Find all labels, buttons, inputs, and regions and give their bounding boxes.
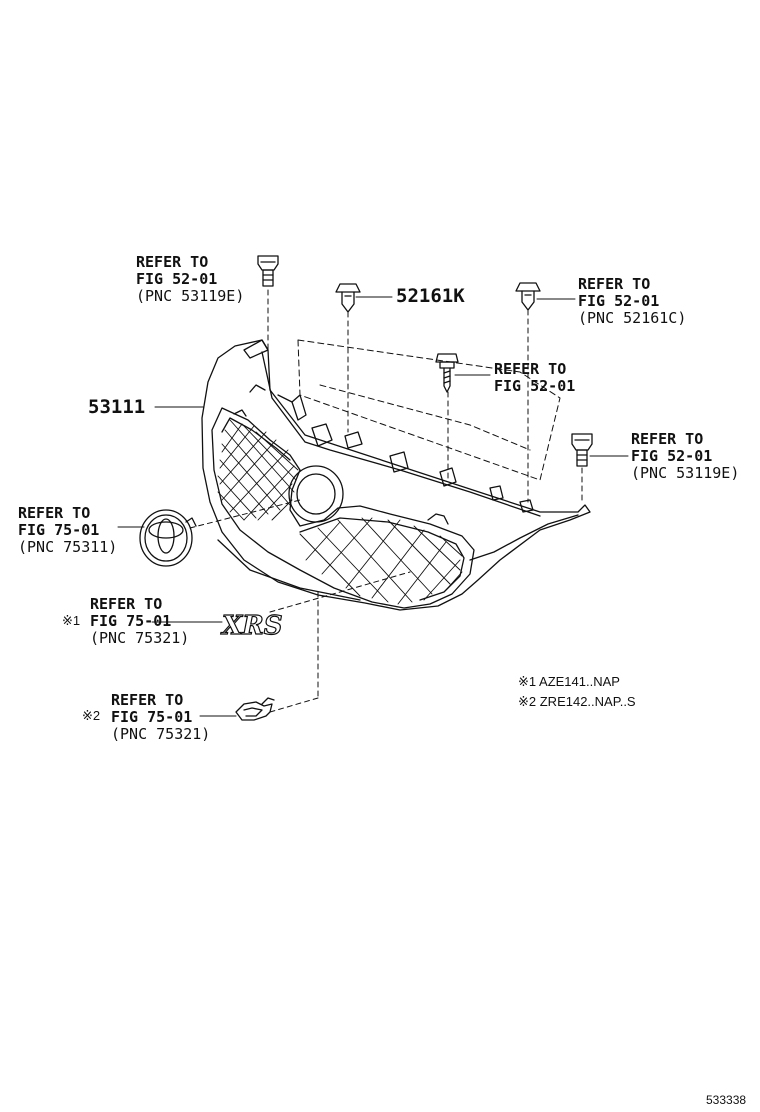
marker-2: ※2 (82, 708, 101, 723)
toyota-emblem-icon (139, 509, 197, 567)
callout-line: REFER TO (136, 253, 209, 271)
callout-line: REFER TO (18, 504, 91, 522)
callout-pnc: (PNC 75311) (18, 538, 118, 556)
part-number-53111[interactable]: 53111 (88, 396, 146, 418)
callout-fig52-right[interactable]: REFER TO FIG 52-01 (PNC 53119E) (631, 431, 739, 482)
callout-pnc: (PNC 75321) (111, 725, 211, 743)
callout-fig52-top-right[interactable]: REFER TO FIG 52-01 (PNC 52161C) (578, 276, 686, 327)
callout-line: REFER TO (111, 691, 184, 709)
callout-line: FIG 75-01 (111, 708, 193, 726)
badge-icon (235, 697, 275, 721)
callout-pnc: (PNC 75321) (90, 629, 190, 647)
callout-line: FIG 75-01 (90, 612, 172, 630)
clip-52161k (335, 283, 361, 313)
marker-1: ※1 (62, 613, 81, 628)
callout-line: FIG 52-01 (136, 270, 218, 288)
mesh-lower (299, 517, 463, 605)
callout-pnc: (PNC 52161C) (578, 309, 687, 327)
bolt-right (571, 433, 593, 467)
xrs-badge-text: XRS (220, 611, 283, 641)
callout-fig52-top-left[interactable]: REFER TO FIG 52-01 (PNC 53119E) (136, 254, 244, 305)
callout-fig75-xrs[interactable]: REFER TO FIG 75-01 (PNC 75321) (90, 596, 189, 647)
callout-fig75-badge[interactable]: REFER TO FIG 75-01 (PNC 75321) (111, 692, 210, 743)
mesh-upper (217, 419, 299, 521)
callout-line: REFER TO (494, 360, 567, 378)
xrs-badge-icon: XRS (219, 610, 283, 641)
callout-line: FIG 52-01 (578, 292, 660, 310)
callout-line: REFER TO (631, 430, 704, 448)
callout-pnc: (PNC 53119E) (136, 287, 245, 305)
install-lines (189, 289, 583, 713)
callout-fig75-emblem[interactable]: REFER TO FIG 75-01 (PNC 75311) (18, 505, 117, 556)
callout-pnc: (PNC 53119E) (631, 464, 740, 482)
leader-lines (117, 296, 629, 717)
callout-line: REFER TO (90, 595, 163, 613)
note-2: ※2 ZRE142..NAP..S (518, 694, 636, 709)
note-1: ※1 AZE141..NAP (518, 674, 620, 689)
part-number-52161k[interactable]: 52161K (396, 285, 465, 307)
callout-line: FIG 52-01 (494, 377, 576, 395)
callout-line: FIG 52-01 (631, 447, 713, 465)
callout-line: REFER TO (578, 275, 651, 293)
callout-line: FIG 75-01 (18, 521, 100, 539)
bolt-top-left (257, 255, 279, 287)
clip-top-right (515, 282, 541, 311)
drawing-code: 533338 (706, 1093, 747, 1107)
screw-mid (435, 353, 459, 393)
callout-fig52-mid[interactable]: REFER TO FIG 52-01 (494, 361, 575, 395)
